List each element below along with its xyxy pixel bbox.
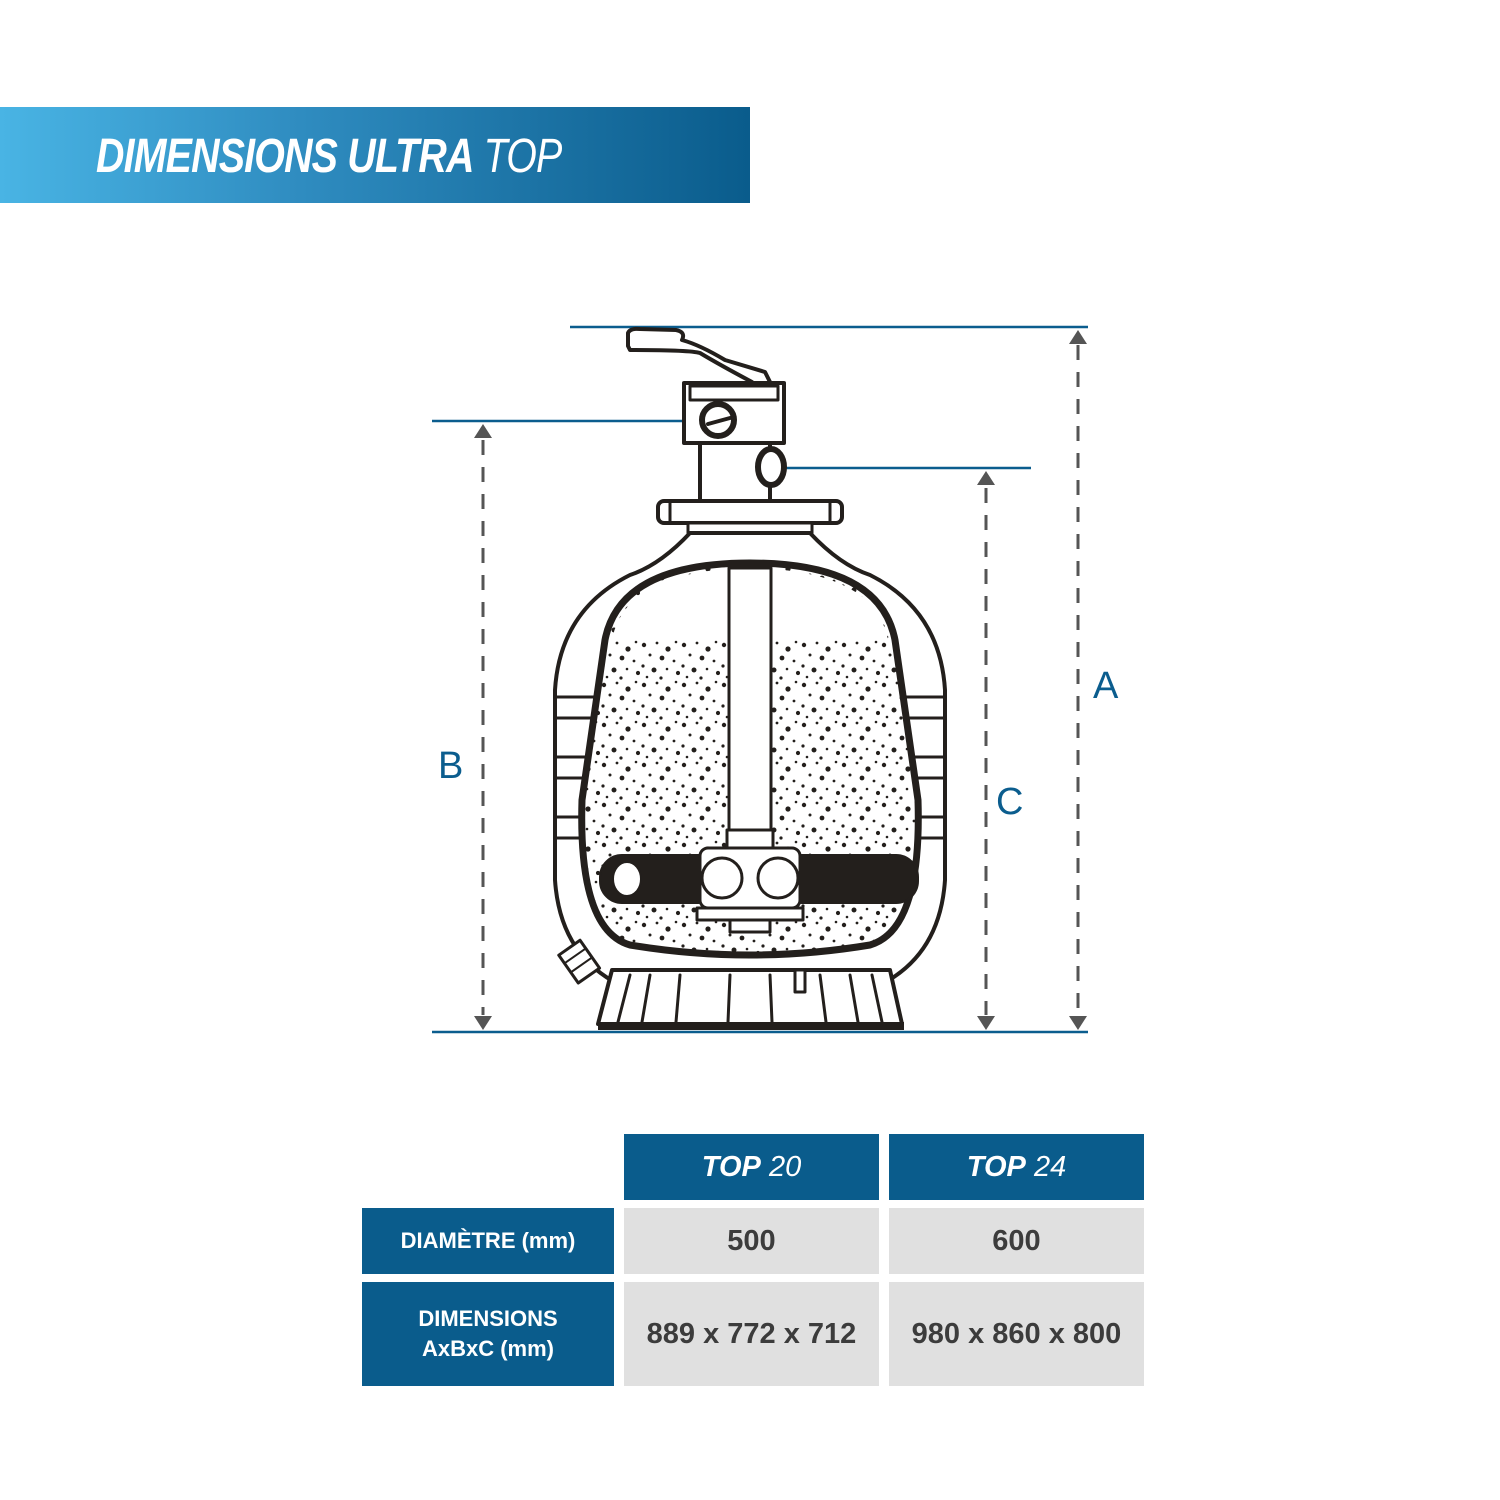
arrow-heads bbox=[474, 330, 1087, 1030]
table-corner bbox=[362, 1134, 614, 1200]
reference-lines bbox=[432, 325, 1088, 1034]
column-header-size: 24 bbox=[1033, 1150, 1067, 1183]
cell-dimensions-top20: 889 x 772 x 712 bbox=[624, 1282, 879, 1386]
column-header-top20: TOP 20 bbox=[624, 1134, 879, 1200]
column-header-size: 20 bbox=[768, 1150, 802, 1183]
dimension-arrows bbox=[481, 345, 1080, 1015]
valve-port-2 bbox=[755, 446, 787, 488]
table-row-diameter: DIAMÈTRE (mm) 500 600 bbox=[362, 1208, 1144, 1274]
column-header-model: TOP bbox=[966, 1150, 1026, 1183]
standpipe bbox=[727, 566, 773, 832]
row-header-line1: DIMENSIONS bbox=[418, 1306, 558, 1331]
dimension-label-a: A bbox=[1093, 665, 1119, 707]
title-light: TOP bbox=[483, 130, 563, 183]
cell-diameter-top24: 600 bbox=[889, 1208, 1144, 1274]
row-header-dimensions: DIMENSIONS AxBxC (mm) bbox=[362, 1282, 614, 1386]
valve-handle bbox=[626, 326, 780, 400]
clamp-ring bbox=[656, 499, 844, 525]
dimension-label-b: B bbox=[438, 745, 464, 787]
dimension-label-c: C bbox=[996, 781, 1024, 823]
table-header-row: TOP 20 TOP 24 bbox=[362, 1134, 1144, 1200]
title-bold: DIMENSIONS ULTRA bbox=[96, 130, 474, 183]
cell-dimensions-top24: 980 x 860 x 800 bbox=[889, 1282, 1144, 1386]
base-legs bbox=[616, 973, 884, 1024]
base-foot bbox=[598, 1022, 904, 1030]
drain-plug bbox=[557, 938, 602, 985]
row-header-line2: AxBxC (mm) bbox=[421, 1336, 555, 1361]
column-header-top24: TOP 24 bbox=[889, 1134, 1144, 1200]
filter-illustration bbox=[553, 326, 947, 1030]
dimensions-table: TOP 20 TOP 24 DIAMÈTRE (mm) 500 600 DIME… bbox=[352, 1126, 1154, 1394]
table-row-dimensions: DIMENSIONS AxBxC (mm) 889 x 772 x 712 98… bbox=[362, 1282, 1144, 1386]
row-header-diameter: DIAMÈTRE (mm) bbox=[362, 1208, 614, 1274]
column-header-model: TOP bbox=[701, 1150, 761, 1183]
cell-diameter-top20: 500 bbox=[624, 1208, 879, 1274]
page-title: DIMENSIONS ULTRA TOP bbox=[96, 130, 563, 183]
title-banner: DIMENSIONS ULTRA TOP bbox=[0, 107, 750, 203]
filter-diagram bbox=[432, 325, 1088, 1034]
